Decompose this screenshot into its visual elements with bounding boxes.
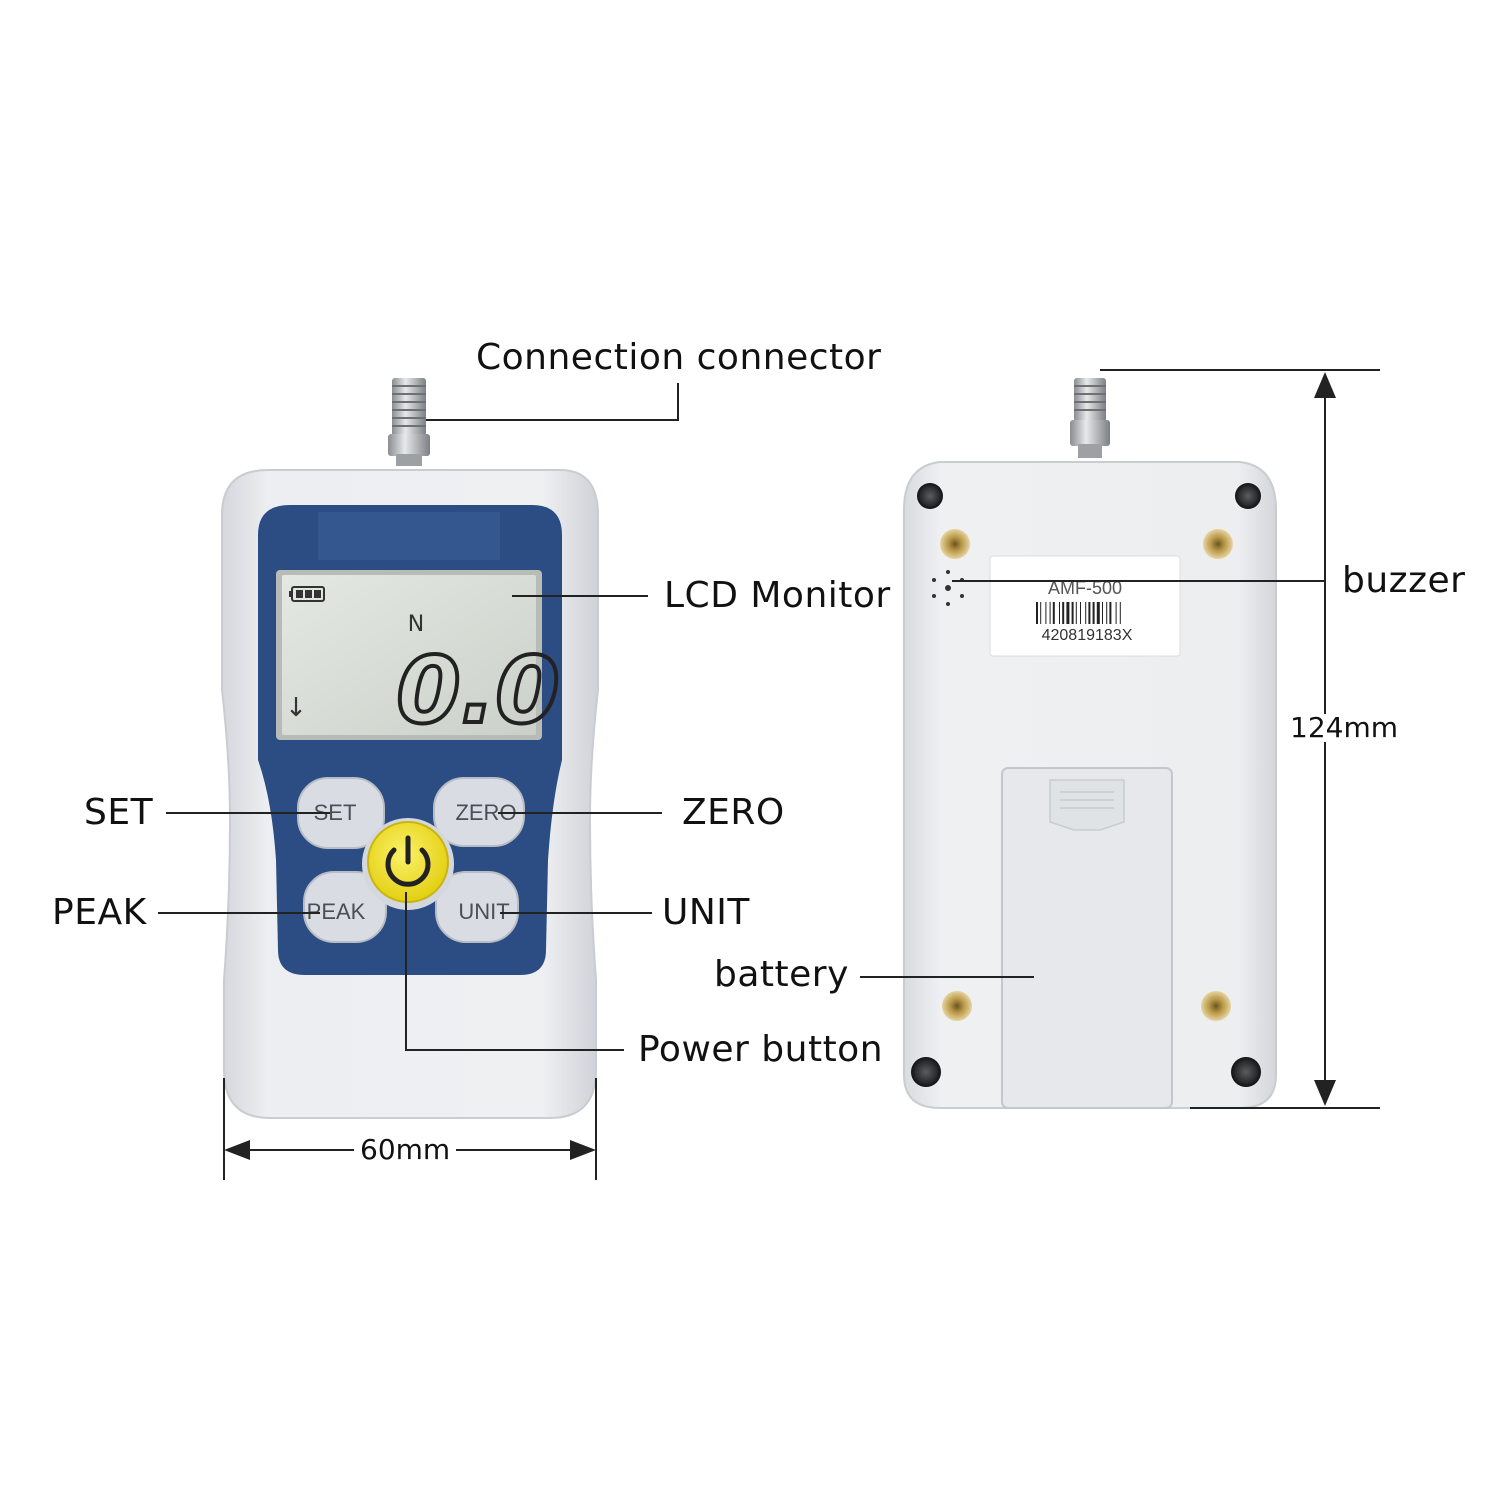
screw-icon (1231, 1057, 1261, 1087)
brass-insert-icon (940, 529, 970, 559)
power-icon (385, 835, 431, 887)
leader-lines (158, 383, 1326, 1051)
barcode-bar (1106, 602, 1108, 624)
peak-button[interactable]: PEAK (303, 871, 387, 943)
label-battery: battery (714, 954, 849, 995)
barcode-bar (1080, 602, 1081, 624)
brass-insert-icon (942, 991, 972, 1021)
barcode-bar (1088, 602, 1091, 624)
serial-number: 420819183X (1042, 627, 1133, 644)
barcode-bar (1092, 602, 1095, 624)
front-device: N ↓ 0.0 SET ZERO PEAK UNIT (221, 378, 599, 1119)
model-number: AMF-500 (1048, 578, 1122, 598)
barcode-bar (1045, 602, 1047, 624)
label-set: SET (84, 792, 154, 833)
dimension-width: 60mm (354, 1136, 457, 1164)
unit-button-label: UNIT (458, 899, 509, 924)
dimension-height: 124mm (1284, 714, 1404, 742)
buzzer-holes-icon (932, 570, 964, 606)
barcode-bar (1066, 602, 1070, 624)
power-button[interactable] (362, 818, 454, 910)
brass-insert-icon (1201, 991, 1231, 1021)
barcode (1036, 602, 1121, 624)
screw-icon (911, 1057, 941, 1087)
barcode-bar (1036, 602, 1038, 624)
front-connector (388, 378, 430, 466)
barcode-bar (1062, 602, 1065, 624)
battery-cover[interactable] (1001, 767, 1173, 1109)
barcode-bar (1085, 602, 1087, 624)
barcode-bar (1102, 602, 1103, 624)
barcode-bar (1040, 602, 1042, 624)
lcd-unit: N (408, 612, 424, 637)
label-power-button: Power button (638, 1029, 884, 1070)
peak-button-label: PEAK (307, 899, 366, 924)
barcode-bar (1075, 602, 1077, 624)
back-device: AMF-500 420819183X (903, 378, 1277, 1109)
barcode-bar (1119, 602, 1121, 624)
barcode-bar (1109, 602, 1112, 624)
barcode-bar (1096, 602, 1100, 624)
barcode-bar (1115, 602, 1117, 624)
unit-button[interactable]: UNIT (435, 871, 519, 943)
lcd-direction-arrow: ↓ (285, 693, 307, 723)
battery-level-icon (289, 586, 325, 602)
label-unit: UNIT (662, 892, 750, 933)
back-connector (1070, 378, 1110, 458)
barcode-bar (1052, 602, 1055, 624)
label-lcd-monitor: LCD Monitor (664, 575, 891, 616)
product-label: AMF-500 420819183X (989, 555, 1181, 657)
label-buzzer: buzzer (1342, 560, 1466, 601)
lcd-reading: 0.0 (397, 637, 560, 744)
lcd-screen: N ↓ 0.0 (276, 570, 561, 746)
brass-insert-icon (1203, 529, 1233, 559)
label-peak: PEAK (52, 892, 147, 933)
screw-icon (917, 483, 943, 509)
label-zero: ZERO (682, 792, 785, 833)
screw-icon (1235, 483, 1261, 509)
barcode-bar (1071, 602, 1074, 624)
barcode-bar (1059, 602, 1060, 624)
barcode-bar (1049, 602, 1051, 624)
label-connection-connector: Connection connector (476, 337, 882, 378)
